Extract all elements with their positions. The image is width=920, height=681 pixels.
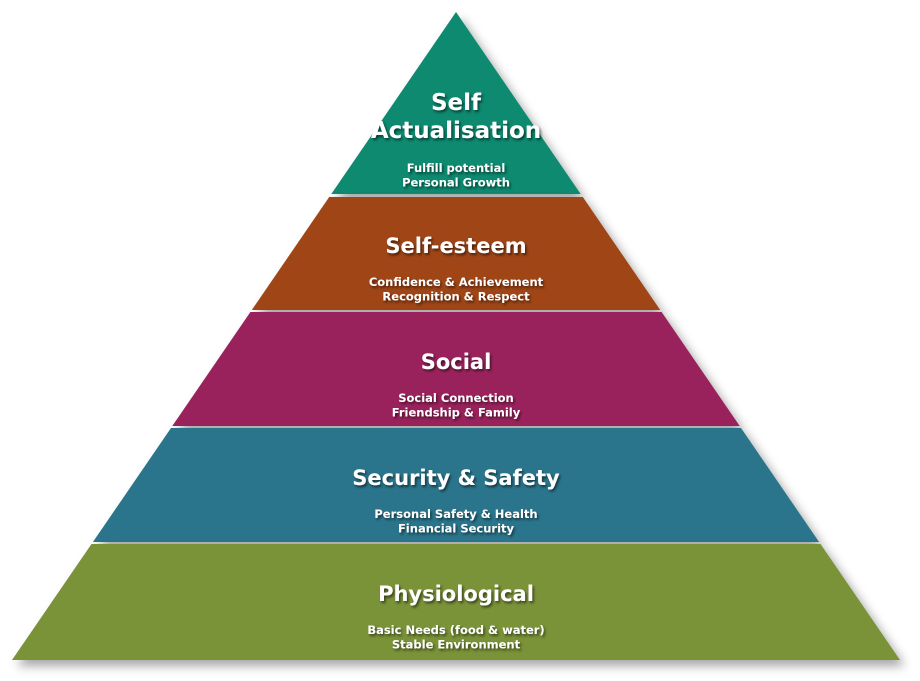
tier-subtitle: Basic Needs (food & water) bbox=[367, 623, 544, 637]
tier-subtitle: Friendship & Family bbox=[392, 406, 521, 420]
tier-band bbox=[172, 312, 740, 426]
tier-title: Self bbox=[431, 90, 482, 116]
tier-band bbox=[331, 12, 581, 194]
tier-subtitle: Social Connection bbox=[398, 391, 514, 405]
tier-subtitle: Confidence & Achievement bbox=[369, 275, 544, 289]
tier-title: Security & Safety bbox=[352, 466, 560, 490]
tier-subtitle: Recognition & Respect bbox=[382, 290, 530, 304]
tier-subtitle: Fulfill potential bbox=[407, 161, 506, 175]
tier-band bbox=[12, 544, 900, 660]
tier-subtitle: Stable Environment bbox=[392, 638, 521, 652]
tier-band bbox=[92, 428, 820, 542]
tier-band bbox=[251, 197, 661, 310]
tier-subtitle: Personal Safety & Health bbox=[374, 507, 537, 521]
tier-subtitle: Personal Growth bbox=[402, 176, 510, 190]
tier-subtitle: Financial Security bbox=[398, 522, 515, 536]
tier-title: Self-esteem bbox=[385, 234, 526, 258]
tier-title: Actualisation bbox=[371, 118, 541, 144]
tier-title: Physiological bbox=[378, 582, 534, 606]
tier-title: Social bbox=[421, 350, 492, 374]
